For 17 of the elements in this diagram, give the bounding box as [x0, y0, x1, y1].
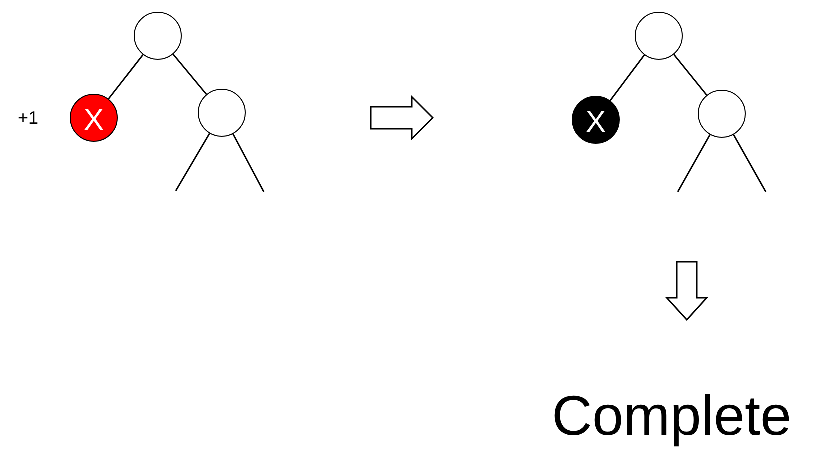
tree-branch-line — [677, 134, 711, 192]
tree-branch-line — [733, 134, 767, 192]
node-label: X — [84, 106, 104, 136]
tree-node-circle — [198, 89, 246, 137]
tree-branch-line — [610, 54, 646, 102]
tree-node-circle — [134, 12, 182, 60]
node-label: X — [586, 108, 606, 138]
tree-branch-line — [172, 54, 208, 96]
tree-branch-line — [175, 133, 210, 192]
tree-branch-line — [232, 134, 265, 192]
tree-node-circle — [698, 90, 746, 138]
tree-node-circle — [572, 96, 620, 144]
tree-branch-line — [108, 54, 144, 100]
node-annotation: +1 — [18, 108, 39, 129]
tree-branch-line — [674, 54, 708, 96]
tree-node-circle — [70, 94, 118, 142]
tree-node-circle — [635, 12, 683, 60]
